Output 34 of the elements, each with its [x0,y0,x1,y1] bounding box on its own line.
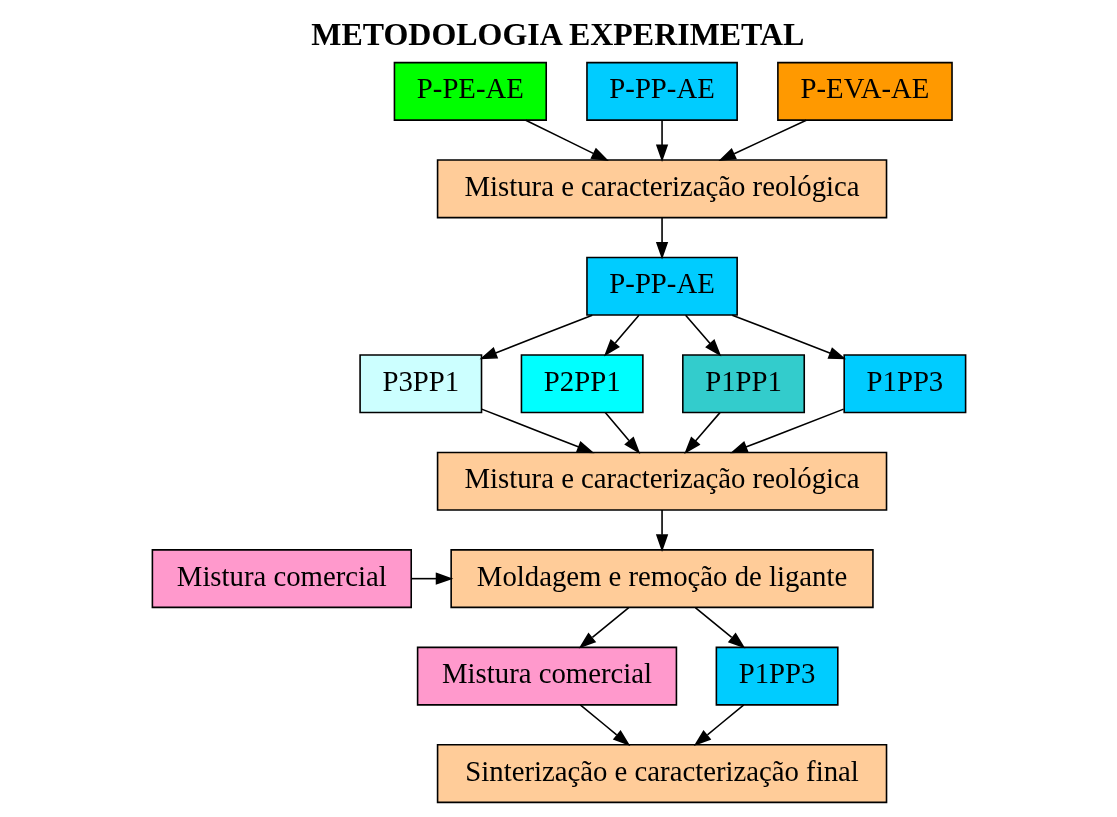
node-box: P1PP3 [842,354,966,414]
node-box: P-EVA-AE [776,61,953,121]
arrow [479,314,593,360]
node-box: P1PP1 [681,354,805,414]
node-box: P2PP1 [520,354,644,414]
arrow [655,216,668,260]
node-box: Sinterização e caracterização final [436,744,887,804]
arrow [717,119,807,162]
arrow [655,119,668,163]
node-box: P-PE-AE [393,61,547,121]
node-box: P1PP3 [715,646,839,706]
diagram-title: METODOLOGIA EXPERIMETAL [310,17,804,53]
arrow [579,704,630,746]
arrow [683,411,721,454]
arrow [729,408,844,454]
node-box: P-PP-AE [585,61,738,121]
arrow [410,572,453,585]
node-box: Mistura e caracterização reológica [436,451,887,511]
arrow [694,606,745,649]
node-box: P-PP-AE [585,256,738,316]
arrow [655,509,668,552]
arrow [603,314,640,357]
arrow [480,408,594,454]
arrow [578,606,630,649]
node-box: Mistura e caracterização reológica [436,159,887,219]
node-box: P3PP1 [358,354,482,414]
arrow [524,119,609,162]
node-box: Mistura comercial [416,646,677,706]
node-box: Mistura comercial [151,549,412,609]
arrow [684,314,721,357]
arrow [693,704,745,746]
arrow [731,314,846,360]
node-box: Moldagem e remoção de ligante [449,549,874,609]
arrow [603,411,640,454]
